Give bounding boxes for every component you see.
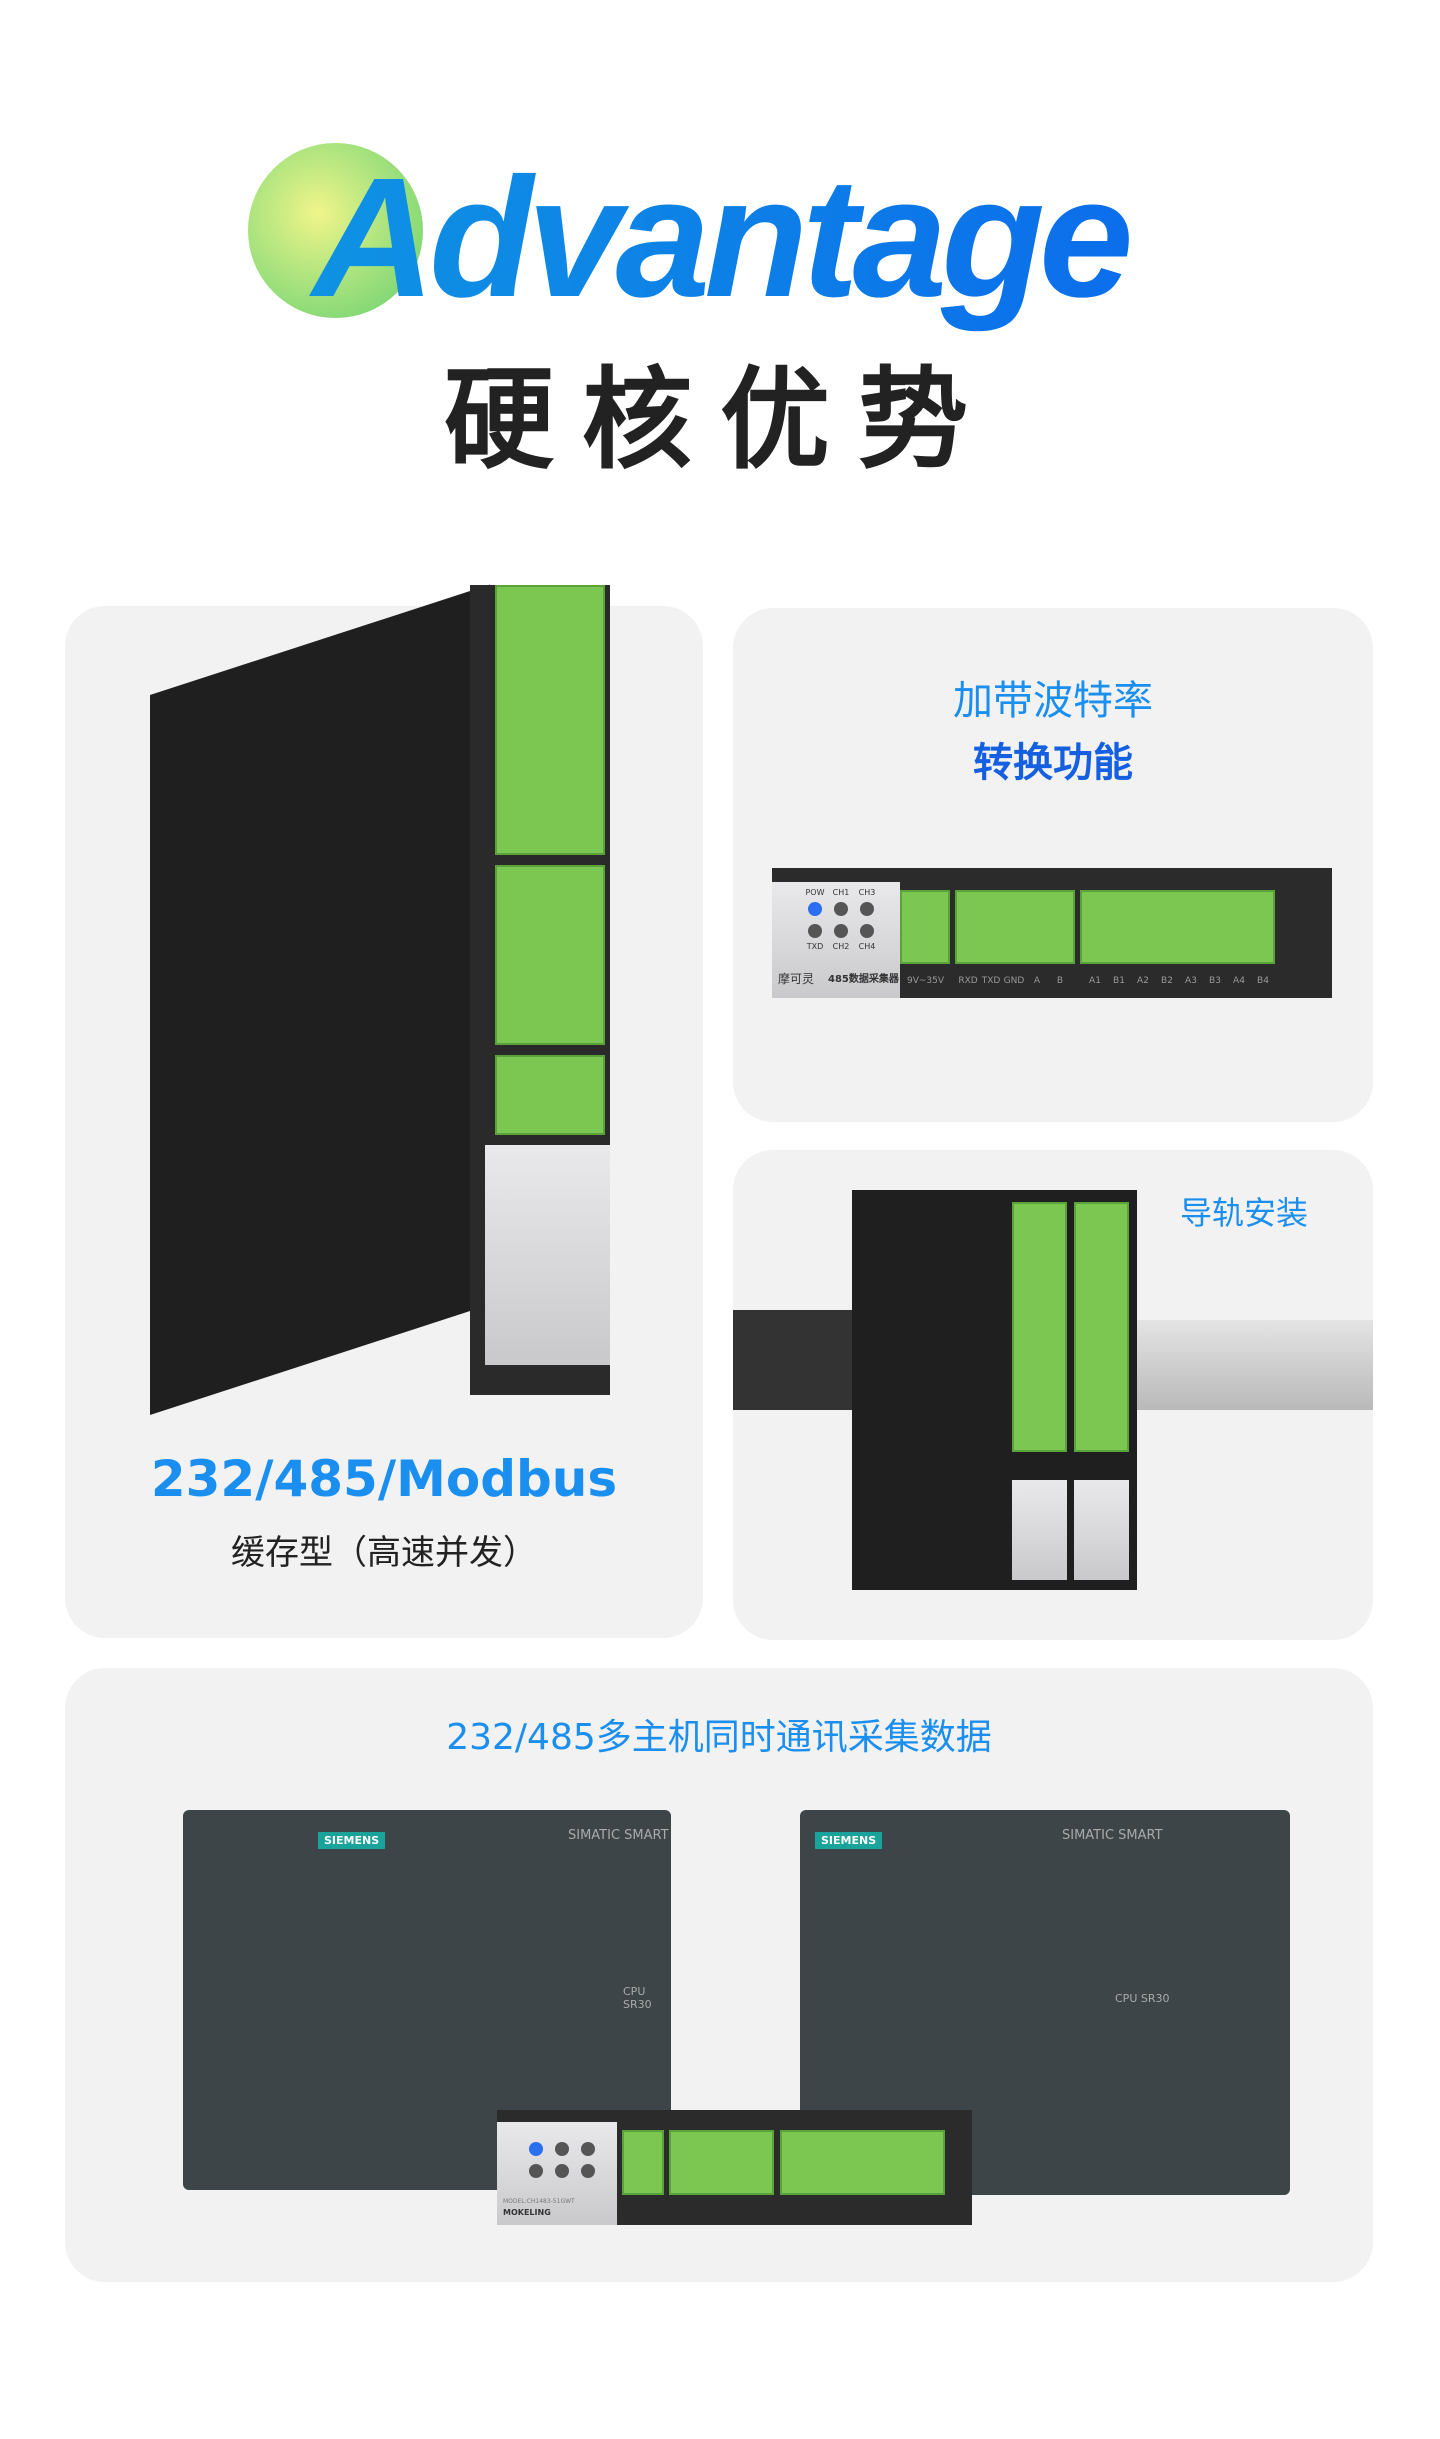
device-front: MOKELING MODEL:CH1483-51GWT: [497, 2110, 972, 2225]
led-label-ch1: CH1: [832, 888, 850, 897]
title-advantage: Advantage: [0, 140, 1440, 336]
card-modbus-subtitle: 缓存型（高速并发）: [231, 1533, 537, 1573]
card-baud-line1: 加带波特率: [953, 678, 1153, 724]
title-cn: 硬核优势: [444, 356, 996, 484]
led-label-pow: POW: [805, 888, 825, 897]
port-label: B1: [1113, 976, 1125, 986]
card-baud-line2: 转换功能: [973, 740, 1133, 786]
card-rail-title: 导轨安装: [1180, 1194, 1309, 1232]
port-label: A1: [1089, 976, 1101, 986]
led-row-bottom: [802, 922, 880, 944]
port-label: A3: [1185, 976, 1197, 986]
led-row-top: [802, 900, 880, 922]
led-label-ch2: CH2: [832, 942, 850, 951]
port-label: B4: [1257, 976, 1269, 986]
device-vertical: [140, 545, 610, 1425]
port-label: A: [1033, 976, 1041, 986]
port-label: TXD: [981, 976, 1001, 986]
rail-dark: [733, 1310, 853, 1410]
led-label-ch4: CH4: [858, 942, 876, 951]
led-label-txd: TXD: [806, 942, 824, 951]
port-label: GND: [1003, 976, 1025, 986]
card-modbus-title: 232/485/Modbus: [150, 1450, 618, 1508]
port-label: A2: [1137, 976, 1149, 986]
card-multi-host-title: 232/485多主机同时通讯采集数据: [446, 1717, 992, 1758]
device-horizontal: POW CH1 CH3 TXD CH2 CH4 摩可灵 485数据采集器 9V~…: [772, 868, 1332, 998]
card-baud: [733, 608, 1373, 1122]
port-label: B: [1056, 976, 1064, 986]
device-rail: [852, 1190, 1137, 1590]
port-label: A4: [1233, 976, 1245, 986]
led-label-ch3: CH3: [858, 888, 876, 897]
port-label: RXD: [958, 976, 978, 986]
port-label: B2: [1161, 976, 1173, 986]
port-label: B3: [1209, 976, 1221, 986]
logo-blob: [248, 143, 423, 318]
